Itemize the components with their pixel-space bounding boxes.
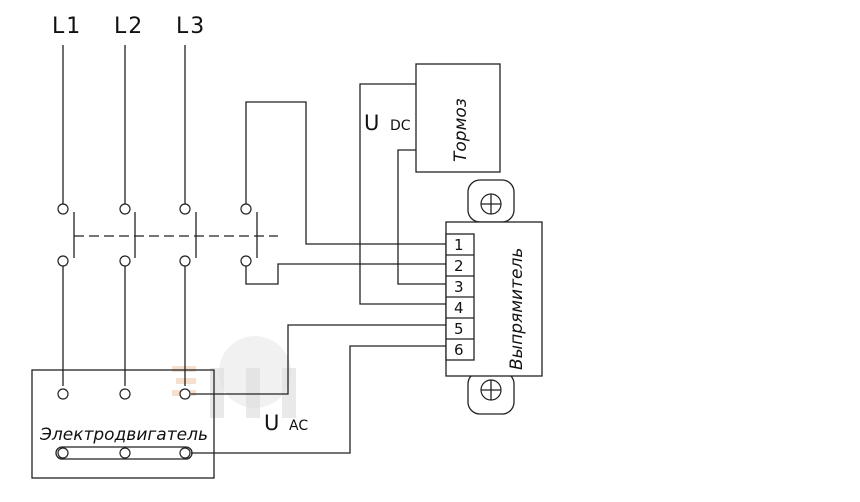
- udc-symbol: U: [364, 111, 379, 135]
- ac-wires: [191, 324, 446, 454]
- motor-box: [31, 369, 215, 479]
- watermark-logo: [172, 336, 296, 418]
- motor-label: Электродвигатель: [39, 425, 208, 445]
- uac-subscript: AC: [289, 418, 308, 434]
- contactor: [57, 203, 278, 267]
- aux-contact-wires: [245, 101, 446, 285]
- phase-label-l2: L2: [114, 14, 144, 39]
- terminal-2: 2: [454, 257, 464, 275]
- uac-symbol: U: [264, 411, 279, 435]
- rectifier-label: Выпрямитель: [507, 248, 527, 370]
- rectifier: [445, 179, 543, 415]
- motor-terminals: [55, 388, 193, 460]
- terminal-5: 5: [454, 320, 464, 338]
- brake-box: [415, 63, 501, 173]
- terminal-3: 3: [454, 278, 464, 296]
- udc-subscript: DC: [390, 118, 411, 134]
- terminal-4: 4: [454, 299, 464, 317]
- supply-lines: [62, 45, 186, 204]
- dc-wires: [359, 83, 446, 305]
- phase-label-l3: L3: [176, 14, 206, 39]
- phase-label-l1: L1: [52, 14, 82, 39]
- terminal-1: 1: [454, 236, 464, 254]
- terminal-6: 6: [454, 341, 464, 359]
- motor-feed-lines: [62, 266, 186, 386]
- brake-label: Тормоз: [451, 98, 471, 162]
